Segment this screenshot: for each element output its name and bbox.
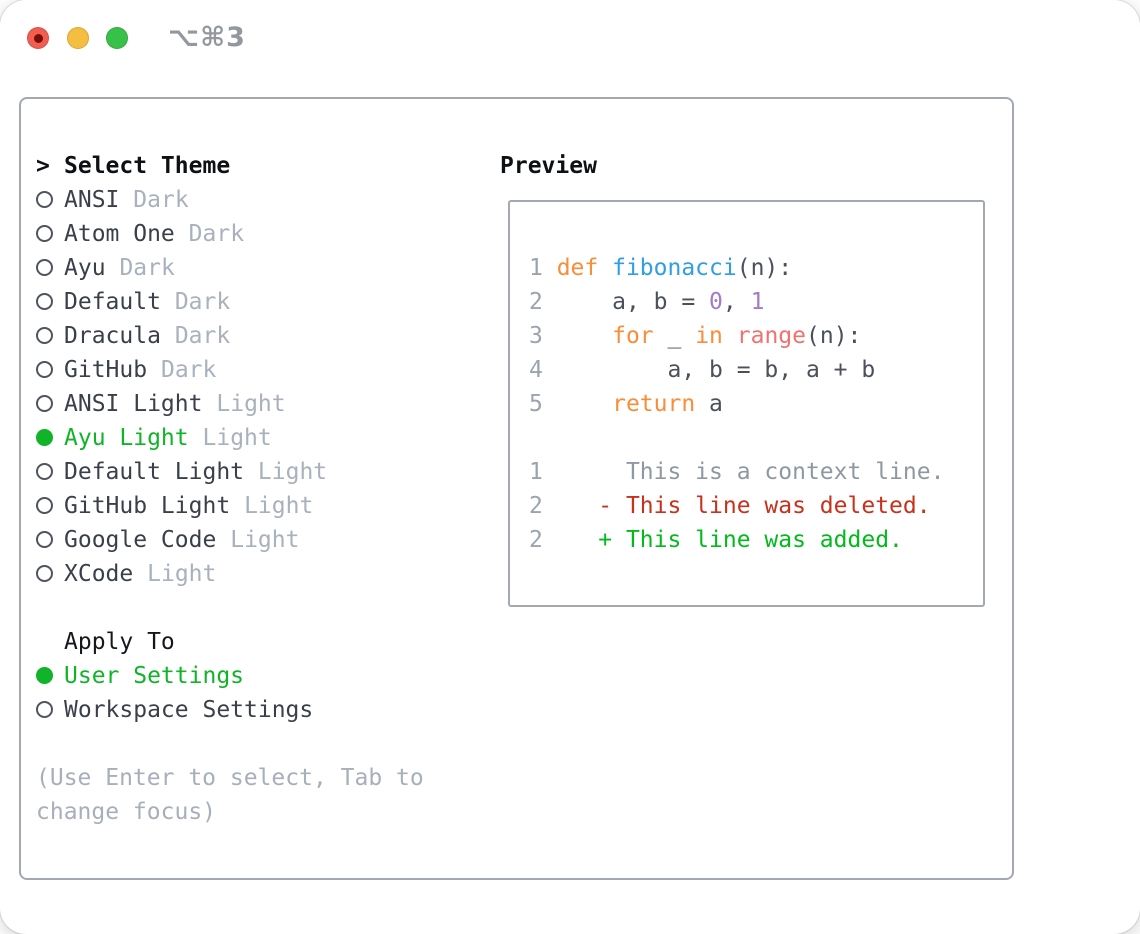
select-theme-header-row: > Select Theme <box>36 149 476 183</box>
radio-unselected-icon <box>36 353 64 387</box>
theme-selector-panel: > Select Theme ANSI Dark Atom One Dark A… <box>36 149 476 829</box>
radio-selected-icon <box>36 421 64 455</box>
radio-unselected-icon <box>36 285 64 319</box>
theme-option-ansi-light[interactable]: ANSI Light Light <box>36 387 476 421</box>
theme-option-github-dark[interactable]: GitHub Dark <box>36 353 476 387</box>
preview-title: Preview <box>500 153 597 179</box>
radio-unselected-icon <box>36 523 64 557</box>
code-line: 1 This is a context line. <box>529 459 945 485</box>
theme-option-ansi-dark[interactable]: ANSI Dark <box>36 183 476 217</box>
code-line <box>529 421 983 455</box>
code-line: 2 + This line was added. <box>529 527 903 553</box>
titlebar: ⌥⌘3 <box>0 0 1140 76</box>
theme-option-default-dark[interactable]: Default Dark <box>36 285 476 319</box>
radio-unselected-icon <box>36 557 64 591</box>
preview-code: 1 def fibonacci(n): 2 a, b = 0, 1 3 for _ … <box>510 202 983 557</box>
code-line: 1 def fibonacci(n): <box>529 255 793 281</box>
radio-unselected-icon <box>36 183 64 217</box>
prompt-icon: > <box>36 153 50 179</box>
radio-unselected-icon <box>36 489 64 523</box>
apply-option-user-settings[interactable]: User Settings <box>36 659 476 693</box>
radio-unselected-icon <box>36 251 64 285</box>
code-line: 5 return a <box>529 391 723 417</box>
minimize-button[interactable] <box>67 27 89 49</box>
radio-selected-icon <box>36 659 64 693</box>
close-button[interactable] <box>27 27 49 49</box>
theme-option-google-code-light[interactable]: Google Code Light <box>36 523 476 557</box>
code-line: 3 for _ in range(n): <box>529 323 862 349</box>
prompt-marker: > <box>36 149 64 183</box>
radio-unselected-icon <box>36 217 64 251</box>
spacer <box>36 727 476 761</box>
unsaved-dot-icon <box>33 33 43 43</box>
radio-unselected-icon <box>36 387 64 421</box>
radio-unselected-icon <box>36 319 64 353</box>
apply-to-title: Apply To <box>64 629 175 655</box>
code-line: 2 - This line was deleted. <box>529 493 931 519</box>
help-text-line1: (Use Enter to select, Tab to <box>36 765 424 791</box>
spacer <box>36 591 476 625</box>
preview-box: 1 def fibonacci(n): 2 a, b = 0, 1 3 for _ … <box>508 200 985 607</box>
radio-unselected-icon <box>36 693 64 727</box>
zoom-button[interactable] <box>106 27 128 49</box>
window-title-shortcut: ⌥⌘3 <box>168 22 246 53</box>
theme-option-ayu-dark[interactable]: Ayu Dark <box>36 251 476 285</box>
help-text-line2: change focus) <box>36 799 217 825</box>
code-line: 2 a, b = 0, 1 <box>529 289 765 315</box>
theme-option-ayu-light[interactable]: Ayu Light Light <box>36 421 476 455</box>
code-line: 4 a, b = b, a + b <box>529 357 876 383</box>
radio-unselected-icon <box>36 455 64 489</box>
theme-option-default-light[interactable]: Default Light Light <box>36 455 476 489</box>
select-theme-title: Select Theme <box>64 153 231 179</box>
theme-option-xcode-light[interactable]: XCode Light <box>36 557 476 591</box>
theme-option-dracula-dark[interactable]: Dracula Dark <box>36 319 476 353</box>
theme-option-github-light[interactable]: GitHub Light Light <box>36 489 476 523</box>
apply-option-workspace-settings[interactable]: Workspace Settings <box>36 693 476 727</box>
theme-option-atom-one-dark[interactable]: Atom One Dark <box>36 217 476 251</box>
apply-to-header-row: Apply To <box>36 625 476 659</box>
empty-marker <box>36 625 64 659</box>
